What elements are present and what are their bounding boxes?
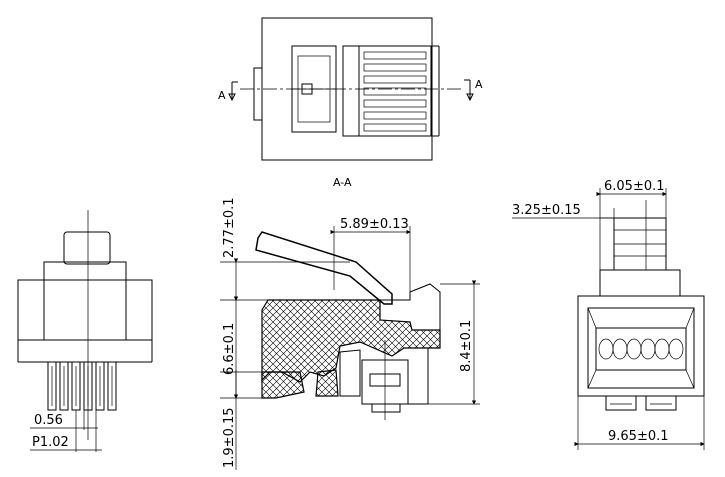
side-section-view: 5.89±0.13 2.77±0.1 6.6±0.1 1.9±0.15 8.4±… [220,197,480,470]
latch-height-dimension: 2.77±0.1 [222,197,237,258]
top-view-contact-slots [363,51,427,132]
total-width-dimension: 9.65±0.1 [608,429,669,444]
bottom-height-dimension: 1.9±0.15 [222,407,237,468]
front-view-latch [63,231,111,265]
top-block-width-dimension: 6.05±0.1 [604,179,665,194]
total-height-dimension: 8.4±0.1 [459,320,474,372]
rear-view-body [577,295,705,397]
rear-view: 6.05±0.1 3.25±0.15 9.65±0.1 [512,179,705,450]
top-view-latch-tab [253,67,263,121]
section-marker-right: A [475,78,483,91]
front-view-body [17,279,153,341]
hatched-body-section [261,299,441,383]
top-view: A A A-A [218,17,483,189]
section-title: A-A [333,176,352,189]
body-height-dimension: 6.6±0.1 [222,323,237,375]
rear-view-contacts [598,338,684,360]
front-view: 0.56 P1.02 [17,210,153,452]
latch-width-dimension: 3.25±0.15 [512,203,581,218]
top-view-contact-area [358,45,432,137]
section-marker-left: A [218,89,226,102]
contact-width-dimension: 0.56 [34,413,63,428]
top-width-dimension: 5.89±0.13 [340,217,409,232]
pitch-dimension: P1.02 [32,435,69,450]
front-view-contacts [47,361,117,411]
side-latch-arm [255,231,393,305]
